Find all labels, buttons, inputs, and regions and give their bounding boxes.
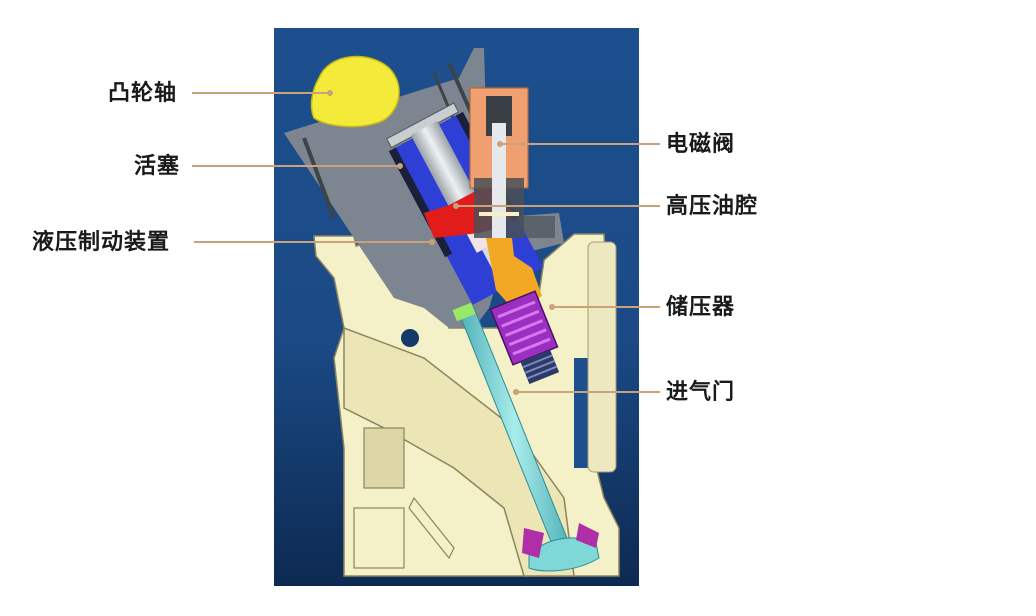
label-camshaft: 凸轮轴	[108, 81, 178, 106]
diagram-panel	[274, 28, 639, 586]
label-piston: 活塞	[134, 154, 181, 179]
accumulator	[486, 238, 560, 385]
label-accumulator: 储压器	[666, 295, 736, 320]
oil-hole	[401, 329, 419, 347]
label-intake-valve: 进气门	[666, 380, 736, 405]
piston	[410, 120, 475, 206]
engine-cross-section	[274, 28, 639, 586]
camshaft	[310, 55, 400, 128]
intake-valve	[452, 302, 600, 572]
label-solenoid-valve: 电磁阀	[666, 132, 736, 157]
solenoid-valve	[469, 87, 529, 243]
label-high-pressure-chamber: 高压油腔	[666, 194, 759, 219]
label-hydraulic-brake: 液压制动装置	[32, 230, 171, 255]
